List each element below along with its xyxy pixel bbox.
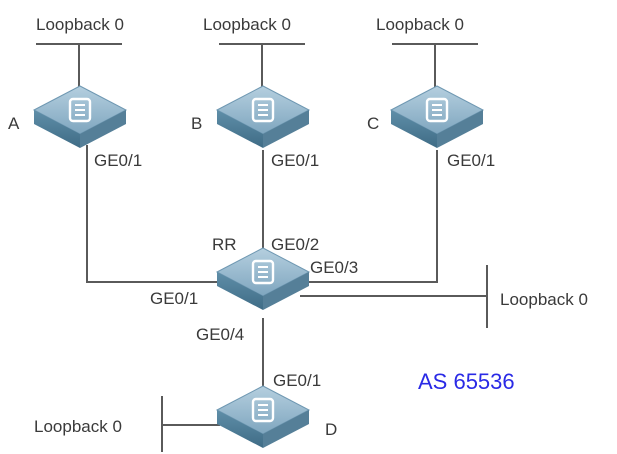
interface-label-c-ge0-1: GE0/1 bbox=[447, 151, 495, 170]
loopback-label-c: Loopback 0 bbox=[376, 15, 464, 34]
interface-label-rr-ge0-4: GE0/4 bbox=[196, 325, 244, 344]
interface-label-rr-ge0-1: GE0/1 bbox=[150, 289, 198, 308]
router-d-icon bbox=[215, 384, 311, 450]
router-name-a: A bbox=[8, 114, 20, 133]
interface-label-b-ge0-1: GE0/1 bbox=[271, 151, 319, 170]
router-name-rr: RR bbox=[212, 235, 237, 254]
router-c-icon bbox=[389, 84, 485, 150]
as-number-label: AS 65536 bbox=[418, 369, 515, 394]
router-rr-icon bbox=[215, 246, 311, 312]
router-name-b: B bbox=[191, 114, 202, 133]
interface-label-rr-ge0-3: GE0/3 bbox=[310, 258, 358, 277]
router-b-icon bbox=[215, 84, 311, 150]
interface-label-a-ge0-1: GE0/1 bbox=[94, 151, 142, 170]
links bbox=[36, 43, 488, 452]
loopback-label-d: Loopback 0 bbox=[34, 417, 122, 436]
loopback-label-b: Loopback 0 bbox=[203, 15, 291, 34]
router-a-icon bbox=[32, 84, 128, 150]
router-name-d: D bbox=[325, 420, 337, 439]
loopback-label-a: Loopback 0 bbox=[36, 15, 124, 34]
loopback-label-rr: Loopback 0 bbox=[500, 290, 588, 309]
link-a-rr bbox=[86, 145, 228, 283]
link-c-rr bbox=[300, 150, 438, 283]
interface-label-d-ge0-1: GE0/1 bbox=[273, 371, 321, 390]
interface-label-rr-ge0-2: GE0/2 bbox=[271, 235, 319, 254]
router-name-c: C bbox=[367, 114, 379, 133]
